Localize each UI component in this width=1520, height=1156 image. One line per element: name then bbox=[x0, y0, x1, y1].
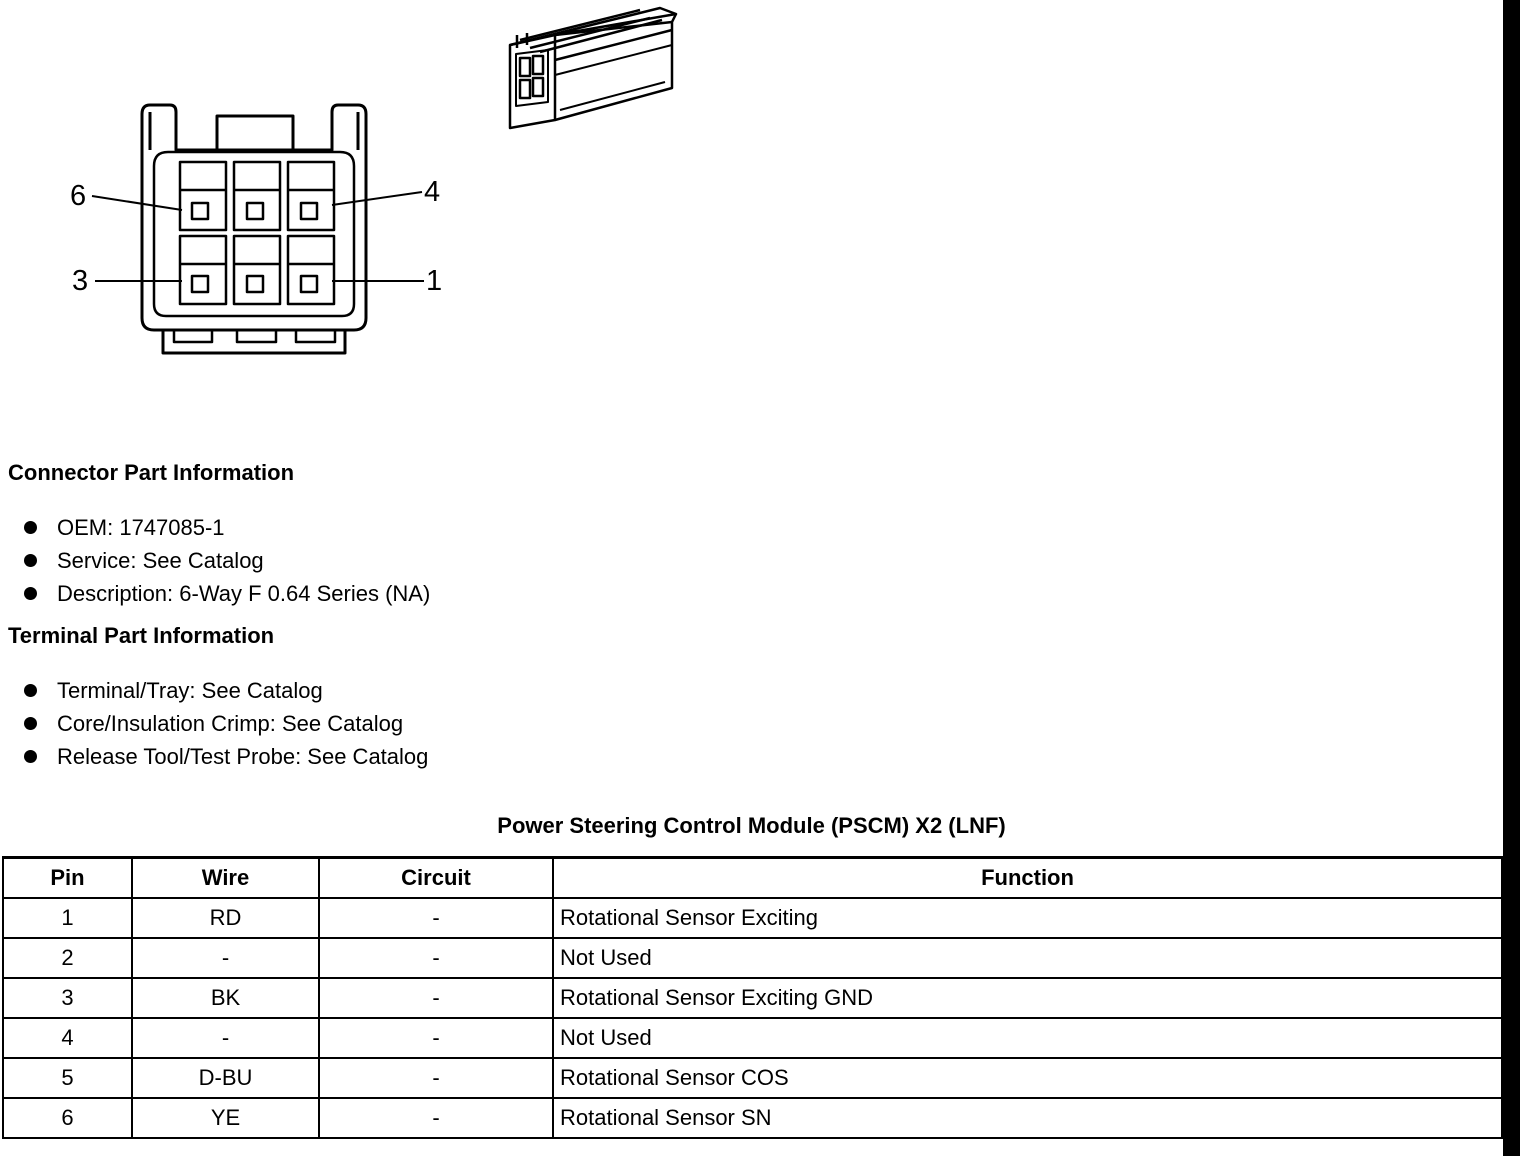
cell-function: Rotational Sensor Exciting bbox=[552, 897, 1503, 939]
pin-label-3: 3 bbox=[72, 265, 89, 297]
terminal-tray: Terminal/Tray: See Catalog bbox=[57, 678, 323, 703]
table-row: 3 BK - Rotational Sensor Exciting GND bbox=[2, 977, 1503, 1019]
bullet-icon bbox=[24, 521, 37, 534]
table-row: 1 RD - Rotational Sensor Exciting bbox=[2, 897, 1503, 939]
cell-pin: 2 bbox=[2, 937, 133, 979]
list-item: OEM: 1747085-1 bbox=[24, 511, 430, 544]
list-item: Service: See Catalog bbox=[24, 544, 430, 577]
header-circuit: Circuit bbox=[318, 856, 554, 899]
table-header-row: Pin Wire Circuit Function bbox=[2, 856, 1503, 899]
cell-wire: RD bbox=[131, 897, 320, 939]
cell-pin: 4 bbox=[2, 1017, 133, 1059]
cell-circuit: - bbox=[318, 1017, 554, 1059]
cell-pin: 5 bbox=[2, 1057, 133, 1099]
bullet-icon bbox=[24, 684, 37, 697]
pinout-table: Pin Wire Circuit Function 1 RD - Rotatio… bbox=[2, 856, 1503, 1139]
cell-function: Rotational Sensor Exciting GND bbox=[552, 977, 1503, 1019]
cell-pin: 1 bbox=[2, 897, 133, 939]
table-row: 2 - - Not Used bbox=[2, 937, 1503, 979]
connector-part-info-heading: Connector Part Information bbox=[8, 460, 295, 485]
connector-oem: OEM: 1747085-1 bbox=[57, 515, 225, 540]
cell-pin: 6 bbox=[2, 1097, 133, 1139]
connector-service: Service: See Catalog bbox=[57, 548, 264, 573]
cell-circuit: - bbox=[318, 1057, 554, 1099]
terminal-part-info-list: Terminal/Tray: See Catalog Core/Insulati… bbox=[24, 674, 428, 773]
cell-wire: - bbox=[131, 1017, 320, 1059]
terminal-release-tool: Release Tool/Test Probe: See Catalog bbox=[57, 744, 429, 769]
table-row: 5 D-BU - Rotational Sensor COS bbox=[2, 1057, 1503, 1099]
cell-wire: BK bbox=[131, 977, 320, 1019]
terminal-part-info-heading: Terminal Part Information bbox=[8, 623, 275, 648]
right-edge-bar bbox=[1503, 0, 1520, 1156]
cell-wire: - bbox=[131, 937, 320, 979]
cell-pin: 3 bbox=[2, 977, 133, 1019]
pin-label-1: 1 bbox=[426, 265, 443, 297]
cell-function: Rotational Sensor SN bbox=[552, 1097, 1503, 1139]
header-pin: Pin bbox=[2, 856, 133, 899]
bullet-icon bbox=[24, 750, 37, 763]
list-item: Core/Insulation Crimp: See Catalog bbox=[24, 707, 428, 740]
cell-circuit: - bbox=[318, 1097, 554, 1139]
terminal-crimp: Core/Insulation Crimp: See Catalog bbox=[57, 711, 404, 736]
table-row: 4 - - Not Used bbox=[2, 1017, 1503, 1059]
connector-part-info-list: OEM: 1747085-1 Service: See Catalog Desc… bbox=[24, 511, 430, 610]
table-row: 6 YE - Rotational Sensor SN bbox=[2, 1097, 1503, 1139]
connector-description: Description: 6-Way F 0.64 Series (NA) bbox=[57, 581, 431, 606]
cell-function: Rotational Sensor COS bbox=[552, 1057, 1503, 1099]
header-function: Function bbox=[552, 856, 1503, 899]
cell-circuit: - bbox=[318, 977, 554, 1019]
cell-wire: YE bbox=[131, 1097, 320, 1139]
table-title: Power Steering Control Module (PSCM) X2 … bbox=[497, 813, 1006, 838]
cell-circuit: - bbox=[318, 897, 554, 939]
bullet-icon bbox=[24, 717, 37, 730]
list-item: Description: 6-Way F 0.64 Series (NA) bbox=[24, 577, 430, 610]
pin-label-6: 6 bbox=[70, 180, 87, 212]
header-wire: Wire bbox=[131, 856, 320, 899]
bullet-icon bbox=[24, 587, 37, 600]
connector-diagram: 6 4 3 1 bbox=[0, 0, 700, 380]
cell-circuit: - bbox=[318, 937, 554, 979]
list-item: Release Tool/Test Probe: See Catalog bbox=[24, 740, 428, 773]
pin-label-4: 4 bbox=[424, 176, 441, 208]
list-item: Terminal/Tray: See Catalog bbox=[24, 674, 428, 707]
cell-function: Not Used bbox=[552, 1017, 1503, 1059]
connector-face-drawing bbox=[91, 6, 678, 355]
bullet-icon bbox=[24, 554, 37, 567]
cell-function: Not Used bbox=[552, 937, 1503, 979]
cell-wire: D-BU bbox=[131, 1057, 320, 1099]
